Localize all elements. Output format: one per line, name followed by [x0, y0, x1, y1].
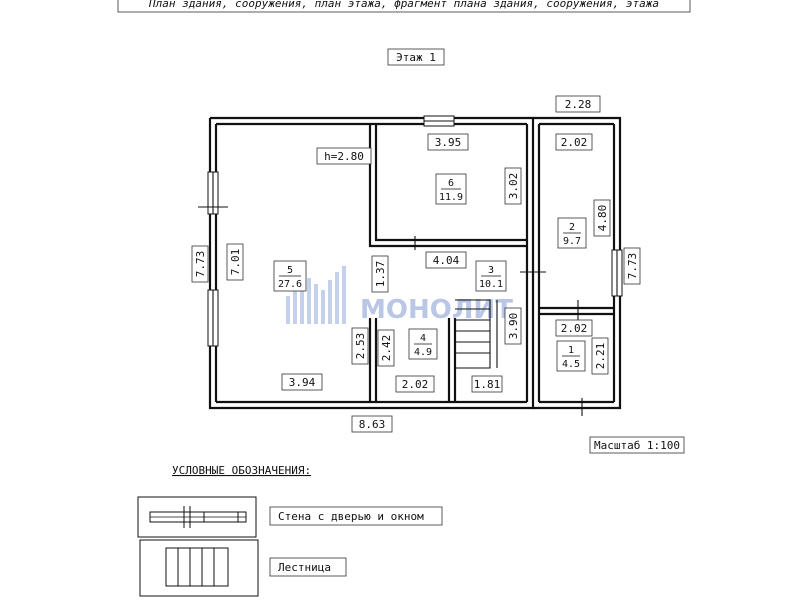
dim-r5-lower: 2.53: [354, 333, 367, 360]
dim-top-right: 2.28: [565, 98, 592, 111]
dim-r4-height: 2.42: [380, 335, 393, 362]
dim-r4-height-box: [377, 329, 395, 367]
legend-wall-frame: [137, 496, 257, 538]
ceiling-height: h=2.80: [324, 150, 364, 163]
legend-wall-label-box: [269, 506, 443, 526]
svg-text:10.1: 10.1: [479, 279, 503, 290]
svg-text:9.7: 9.7: [563, 236, 581, 247]
dim-total-width: 8.63: [359, 418, 386, 431]
stairs: [455, 299, 498, 369]
dim-total-width-box: [351, 415, 393, 433]
dim-corridor-height: 1.37: [374, 261, 387, 288]
dim-right-outer-box: [623, 247, 641, 285]
ceiling-height-box: [316, 147, 372, 165]
dim-r2-height: 4.80: [596, 205, 609, 232]
room-label-2: 2 9.7: [557, 217, 587, 249]
legend-stair-frame: [139, 539, 259, 597]
room-label-1: 1 4.5: [556, 340, 586, 372]
dim-r5-width-box: [281, 373, 323, 391]
svg-text:4: 4: [420, 333, 426, 344]
stair-legend-icon: [165, 547, 229, 587]
legend-stair-label-box: [269, 557, 347, 577]
floor-label-box: [387, 48, 445, 66]
dim-left-outer-box: [191, 245, 209, 283]
svg-text:27.6: 27.6: [278, 279, 302, 290]
dim-r5-height-box: [226, 243, 244, 281]
dim-r5-height: 7.01: [229, 249, 242, 276]
dim-corridor-height-box: [371, 255, 389, 293]
legend-title: УСЛОВНЫЕ ОБОЗНАЧЕНИЯ:: [172, 464, 311, 477]
dim-r6-width-box: [427, 133, 469, 151]
scale-label: Масштаб 1:100: [594, 439, 680, 452]
dim-right-outer: 7.73: [626, 253, 639, 280]
room-label-5: 5 27.6: [273, 260, 307, 292]
header-text: План здания, сооружения, план этажа, фра…: [148, 0, 659, 10]
room-label-6: 6 11.9: [435, 173, 467, 205]
dim-r5-width: 3.94: [289, 376, 316, 389]
dim-top-right-box: [555, 95, 601, 113]
dim-r6-height-box: [504, 167, 522, 205]
dim-r6-height: 3.02: [507, 173, 520, 200]
floor-label: Этаж 1: [396, 51, 436, 64]
dim-corridor-width-box: [425, 251, 467, 269]
dim-r3-height-box: [504, 307, 522, 345]
legend-wall-label: Стена с дверью и окном: [278, 510, 424, 523]
svg-text:1: 1: [568, 345, 574, 356]
interior-walls: [368, 124, 614, 402]
svg-text:2: 2: [569, 222, 575, 233]
svg-text:4.9: 4.9: [414, 347, 432, 358]
dim-r4-width-box: [395, 375, 435, 393]
dim-r3-height: 3.90: [507, 313, 520, 340]
room-label-4: 4 4.9: [408, 328, 438, 360]
openings: [198, 115, 623, 416]
dim-r2-width: 2.02: [561, 136, 588, 149]
dim-r1-width: 2.02: [561, 322, 588, 335]
svg-text:11.9: 11.9: [439, 192, 463, 203]
dim-r1-height-box: [591, 337, 609, 375]
svg-text:4.5: 4.5: [562, 359, 580, 370]
dim-r1-height: 2.21: [594, 343, 607, 370]
dim-r6-width: 3.95: [435, 136, 462, 149]
legend-stair-label: Лестница: [278, 561, 331, 574]
dim-r4-width: 2.02: [402, 378, 429, 391]
dim-stair-width-box: [471, 375, 503, 393]
dim-stair-width: 1.81: [474, 378, 501, 391]
dim-r1-width-box: [555, 319, 593, 337]
dim-left-outer: 7.73: [194, 251, 207, 278]
dim-r5-lower-box: [351, 327, 369, 365]
svg-text:5: 5: [287, 265, 293, 276]
dim-corridor-width: 4.04: [433, 254, 460, 267]
scale-box: [589, 436, 685, 454]
room-label-3: 3 10.1: [475, 260, 507, 292]
dim-r2-width-box: [555, 133, 593, 151]
watermark-logo-icon: [286, 266, 346, 324]
svg-text:6: 6: [448, 178, 454, 189]
svg-text:3: 3: [488, 265, 494, 276]
header-box: [117, 0, 691, 13]
dim-r2-height-box: [593, 199, 611, 237]
wall-door-window-icon: [149, 506, 247, 528]
